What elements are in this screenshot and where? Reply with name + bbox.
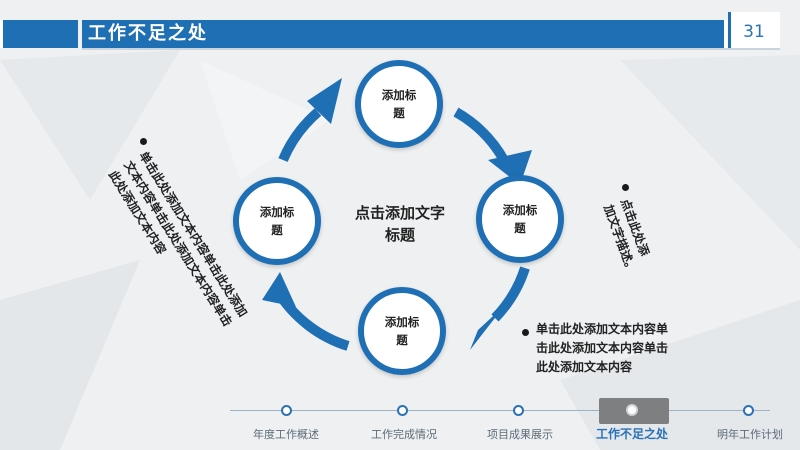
- center-title-line: 标题: [384, 226, 415, 244]
- nav-item-work-completion[interactable]: 工作完成情况: [371, 428, 437, 441]
- nav-dot[interactable]: [513, 405, 524, 416]
- nav-item-annual-overview[interactable]: 年度工作概述: [253, 428, 319, 441]
- page-number: 31: [743, 22, 765, 42]
- cycle-node-label: 添加标题: [502, 203, 538, 235]
- nav-dot[interactable]: [281, 405, 292, 416]
- arrowhead-left: [262, 272, 296, 307]
- page-number-box: [728, 12, 780, 48]
- header-left-accent: [0, 20, 78, 48]
- center-title-line: 点击添加文字: [354, 204, 445, 222]
- note-bottom-right-line: 此处添加文本内容: [536, 360, 633, 374]
- cycle-node-label: 添加标题: [259, 205, 295, 237]
- center-title[interactable]: 点击添加文字 标题: [340, 202, 460, 246]
- note-bottom-right-line: 击此处添加文本内容单击: [536, 341, 669, 355]
- nav-item-next-year-plan[interactable]: 明年工作计划: [717, 428, 783, 441]
- cycle-node-label: 添加标题: [381, 88, 417, 120]
- cycle-node-right[interactable]: 添加标题: [476, 175, 564, 263]
- header-bar: [82, 20, 728, 48]
- nav-dot[interactable]: [743, 405, 754, 416]
- bullet-dot: [522, 329, 529, 336]
- arrow-left-to-top: [278, 108, 322, 163]
- arrow-right-to-bottom: [491, 266, 530, 322]
- page-title: 工作不足之处: [88, 23, 208, 44]
- arrowhead-top: [307, 78, 342, 124]
- header-underline: [82, 48, 780, 50]
- cycle-node-label: 添加标题: [384, 315, 420, 347]
- bullet-dot: [140, 138, 147, 145]
- cycle-node-top[interactable]: 添加标题: [355, 60, 443, 148]
- note-bottom-right[interactable]: 单击此处添加文本内容单 击此处添加文本内容单击 此处添加文本内容: [536, 320, 668, 377]
- cycle-node-left[interactable]: 添加标题: [233, 177, 321, 265]
- bullet-dot: [622, 184, 629, 191]
- nav-active-circle-icon: [626, 404, 638, 416]
- nav-item-project-results[interactable]: 项目成果展示: [487, 428, 553, 441]
- nav-timeline-line: [230, 410, 770, 411]
- cycle-node-bottom[interactable]: 添加标题: [358, 287, 446, 375]
- arrowhead-bottom: [470, 305, 505, 350]
- note-bottom-right-line: 单击此处添加文本内容单: [536, 322, 669, 336]
- nav-dot[interactable]: [397, 405, 408, 416]
- nav-item-shortcomings[interactable]: 工作不足之处: [596, 427, 669, 441]
- arrow-top-to-right: [453, 107, 510, 165]
